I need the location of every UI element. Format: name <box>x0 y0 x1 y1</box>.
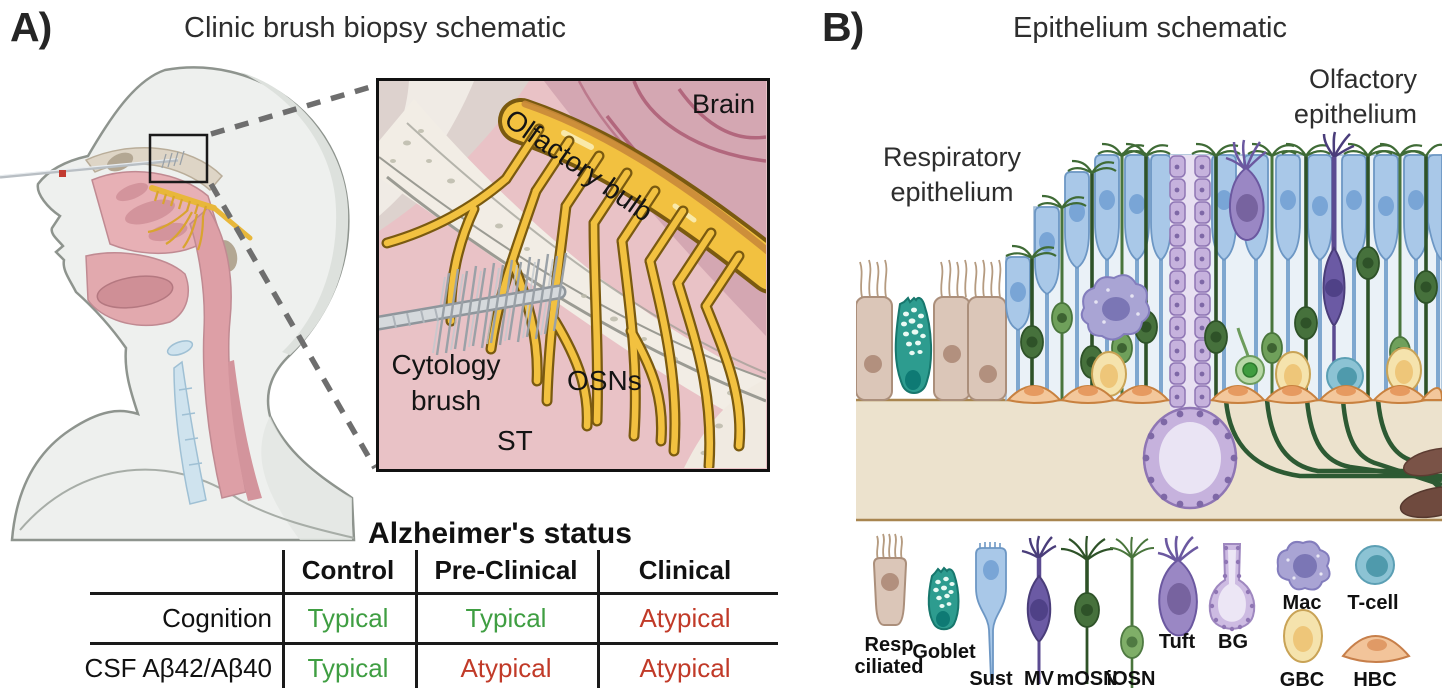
panel-b-tag: B) <box>822 4 864 50</box>
respiratory-cilia <box>859 259 1002 298</box>
panel-b-title: Epithelium schematic <box>1013 12 1287 44</box>
table-vline <box>415 550 418 688</box>
panel-a-tag: A) <box>10 4 52 50</box>
neck-back-shading <box>261 416 352 540</box>
biopsy-inset-art <box>379 81 766 468</box>
sust-glyph <box>975 542 1007 683</box>
hbc-glyph <box>1341 635 1411 663</box>
axon-bundles <box>1223 399 1442 492</box>
legend-label-bg: BG <box>1218 631 1248 653</box>
immature-osn-cell <box>1235 327 1265 385</box>
column-header-preclinical: Pre-Clinical <box>434 555 578 585</box>
mosn-glyph <box>1060 535 1114 684</box>
legend-label-mv: MV <box>1024 668 1054 690</box>
trachea <box>173 360 207 505</box>
zoom-region-square <box>148 133 209 184</box>
table-hline <box>90 592 778 595</box>
mac-glyph <box>1276 540 1331 591</box>
legend-label-gbc: GBC <box>1279 669 1325 691</box>
goblet-granules <box>901 307 926 356</box>
zoom-connector-dashes <box>208 83 378 470</box>
legend-label-iosn: iOSN <box>1106 668 1156 690</box>
table-title: Alzheimer's status <box>368 517 632 550</box>
cell-csf-control: Typical <box>307 653 389 683</box>
respiratory-epithelium-label: Respiratory epithelium <box>882 142 1022 207</box>
cell-csf-clinical: Atypical <box>639 653 731 683</box>
legend-label-resp-ciliated: Resp ciliated <box>854 634 924 679</box>
goblet-cell <box>894 296 933 394</box>
respiratory-cells <box>856 259 1007 401</box>
table-vline <box>597 550 600 688</box>
iosn-glyph <box>1109 536 1155 688</box>
mv-glyph <box>1021 535 1057 684</box>
cell-type-legend-art <box>872 533 1411 688</box>
tuft-cell <box>1225 139 1267 241</box>
cell-cognition-preclinical: Typical <box>465 603 547 633</box>
brush-bristles <box>435 252 568 356</box>
legend-label-hbc: HBC <box>1353 669 1397 691</box>
cytology-brush-in-nose <box>0 150 185 179</box>
cell-cognition-control: Typical <box>307 603 389 633</box>
olfactory-epithelium-label: Olfactory epithelium <box>1293 64 1417 129</box>
horizontal-basal-cells <box>1006 385 1442 404</box>
resp-ciliated-glyph <box>872 533 908 626</box>
olfactory-nerves-small <box>147 185 253 251</box>
sust-bodies <box>1005 154 1442 332</box>
turbinate <box>125 199 175 225</box>
goblet-glyph <box>927 566 960 631</box>
table-vline <box>282 550 285 688</box>
tuft-glyph <box>1157 535 1199 637</box>
cell-csf-preclinical: Atypical <box>460 653 552 683</box>
head-biopsy-schematic <box>0 66 378 542</box>
column-header-control: Control <box>301 555 395 585</box>
turbinate <box>116 182 148 202</box>
table-hline <box>90 642 778 645</box>
brain-label: Brain <box>691 89 755 119</box>
alzheimers-status-table: Alzheimer's status Control Pre-Clinical … <box>60 515 780 700</box>
skull-shading <box>240 72 349 355</box>
st-label: ST <box>497 425 533 456</box>
trachea-rings <box>178 387 203 466</box>
row-label-cognition: Cognition <box>162 603 272 633</box>
legend-label-goblet: Goblet <box>912 641 976 663</box>
gbc-glyph <box>1283 609 1323 663</box>
olfactory-bulb-graphic <box>498 98 766 294</box>
esophagus <box>228 360 262 501</box>
pharynx <box>189 206 247 499</box>
legend-label-mosn: mOSN <box>1056 668 1118 690</box>
olfactory-nerve-bundle <box>1399 447 1442 519</box>
sust-nuclei <box>1010 190 1424 302</box>
legend-label-mac: Mac <box>1282 592 1322 614</box>
cytology-brush-graphic <box>379 252 568 356</box>
gland-cell-nuclei <box>1142 410 1238 508</box>
osn-cilia <box>1005 142 1442 259</box>
olfactory-sensory-neurons <box>1005 142 1442 400</box>
legend-label-tuft: Tuft <box>1158 631 1196 653</box>
tongue <box>96 275 174 309</box>
bg-cell-dots <box>1209 545 1255 632</box>
column-header-clinical: Clinical <box>638 555 732 585</box>
brush-stop-marker <box>59 170 66 177</box>
epithelium-schematic-art <box>856 131 1442 522</box>
globose-basal-cells <box>1091 347 1422 397</box>
tcell-glyph <box>1355 545 1395 585</box>
cell-cognition-clinical: Atypical <box>639 603 731 633</box>
row-label-csf: CSF Aβ42/Aβ40 <box>84 653 272 683</box>
bowmans-gland <box>1142 155 1238 510</box>
cytology-brush-label: Cytology brush <box>391 349 501 417</box>
legend-label-sust: Sust <box>969 668 1013 690</box>
macrophage-cell <box>1080 274 1151 341</box>
turbinate <box>148 222 188 242</box>
epiglottis <box>166 340 194 356</box>
bg-glyph <box>1208 543 1256 632</box>
duct-nuclei <box>1174 164 1205 400</box>
legend-label-tcell: T-cell <box>1347 592 1399 614</box>
osns-label: OSNs <box>567 365 642 396</box>
biopsy-inset-box: Brain Olfactory bulb Cytology brush OSNs… <box>376 78 770 472</box>
panel-a-title: Clinic brush biopsy schematic <box>184 12 566 44</box>
